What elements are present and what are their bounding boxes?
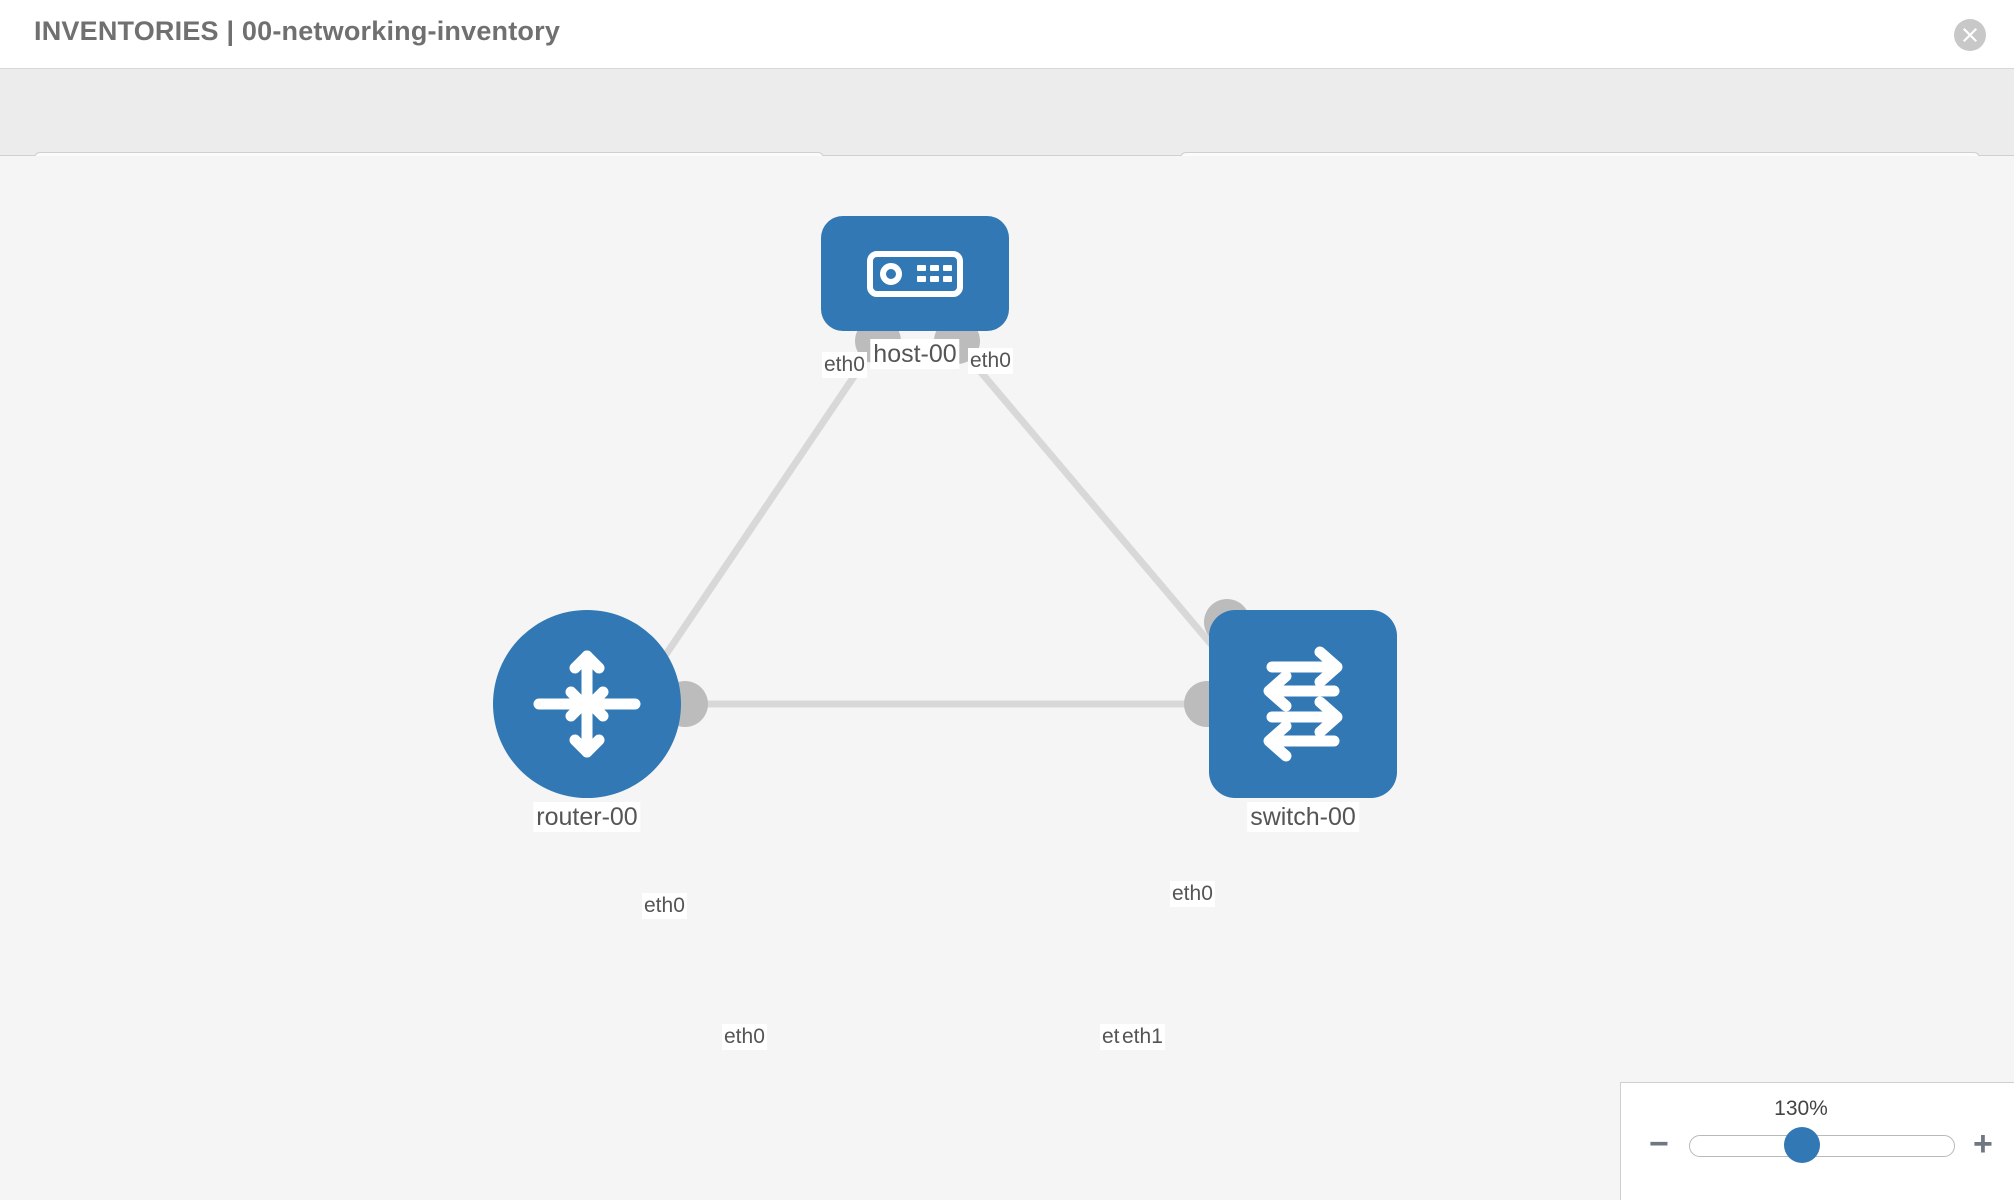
link-host-router: [647, 336, 883, 680]
iflabel-router-right: eth0: [722, 1024, 767, 1050]
topology-links: [647, 335, 1241, 708]
node-host-00[interactable]: host-00: [821, 216, 1009, 369]
iflabel-switch-left: eth1: [1120, 1024, 1165, 1050]
node-switch-00[interactable]: switch-00: [1209, 610, 1397, 832]
zoom-in-button[interactable]: +: [1973, 1125, 1993, 1163]
server-device-icon: [867, 250, 963, 297]
iflabel-switch-upper: eth0: [1170, 881, 1215, 907]
node-host-00-shape[interactable]: [821, 216, 1009, 331]
zoom-slider-track[interactable]: [1689, 1135, 1955, 1157]
zoom-out-button[interactable]: −: [1649, 1125, 1669, 1163]
iflabel-host-left: eth0: [822, 352, 867, 378]
link-host-switch: [949, 335, 1241, 679]
iflabel-router-upper: eth0: [642, 893, 687, 919]
node-router-00[interactable]: router-00: [493, 610, 681, 832]
toolbar: ACTIONS SEARCH: [0, 69, 2014, 204]
node-switch-00-label: switch-00: [1247, 802, 1359, 832]
zoom-level-value: 130%: [1774, 1097, 1828, 1120]
topology-canvas[interactable]: host-00 router-00: [0, 156, 2014, 1200]
zoom-slider-thumb[interactable]: [1784, 1127, 1820, 1163]
switch-arrows-icon: [1263, 646, 1343, 762]
router-arrows-icon: [533, 650, 641, 758]
iflabel-host-right: eth0: [968, 348, 1013, 374]
close-icon[interactable]: [1954, 19, 1986, 51]
page-title: INVENTORIES | 00-networking-inventory: [34, 16, 561, 46]
page-header: INVENTORIES | 00-networking-inventory: [0, 0, 2014, 69]
node-switch-00-shape[interactable]: [1209, 610, 1397, 798]
node-router-00-label: router-00: [533, 802, 641, 832]
node-host-00-label: host-00: [870, 339, 960, 369]
zoom-control-panel: 130% − +: [1620, 1082, 2014, 1200]
node-router-00-shape[interactable]: [493, 610, 681, 798]
close-x-glyph: [1963, 28, 1977, 42]
